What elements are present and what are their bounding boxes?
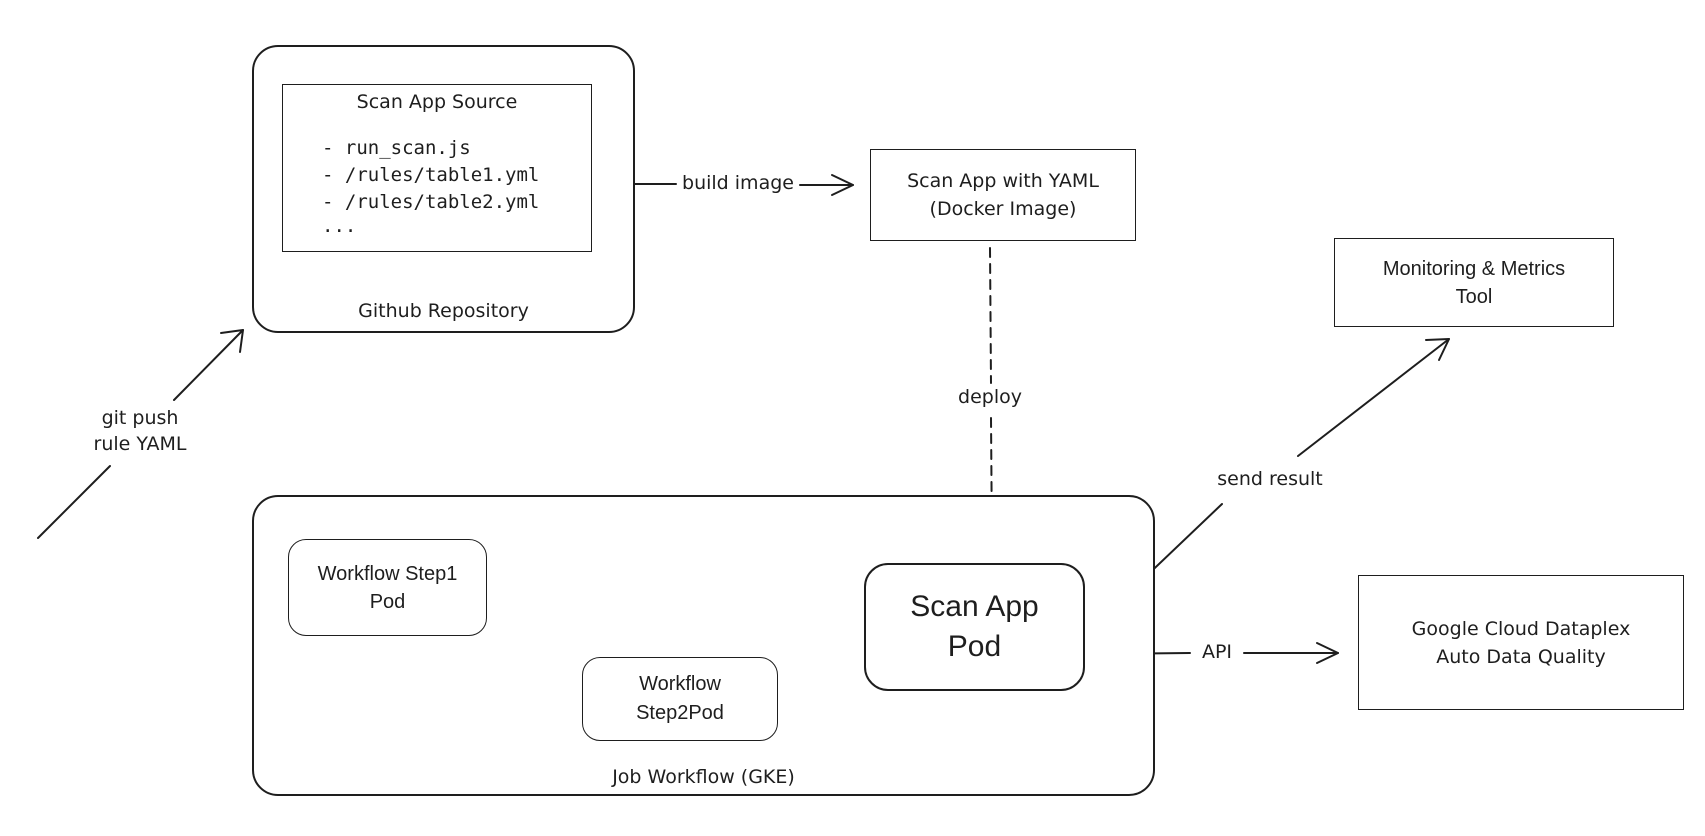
source-file-item: - /rules/table1.yml [322,164,540,186]
dataplex-line2: Auto Data Quality [1436,645,1606,668]
api-label: API [1201,641,1233,663]
send-result-arrowhead [1425,338,1450,361]
github-repository-label: Github Repository [358,300,529,322]
source-file-list: - run_scan.js - /rules/table1.yml - /rul… [322,135,539,236]
git-push-arrow-lower [37,465,111,539]
source-file-item: - run_scan.js [322,137,471,159]
api-arrowhead [1316,642,1339,664]
git-push-arrowhead [220,329,244,353]
workflow-step2-pod: Workflow Step2Pod [582,657,778,741]
scan-app-source-box [282,84,592,252]
docker-image-line2: (Docker Image) [929,198,1077,220]
docker-image-line1: Scan App with YAML [907,170,1099,192]
git-push-arrow-upper [173,329,244,401]
git-push-line2: rule YAML [93,433,187,455]
build-image-arrowhead [831,174,854,196]
deploy-label: deploy [958,386,1022,408]
scan-app-pod: Scan App Pod [864,563,1085,691]
job-workflow-label: Job Workflow (GKE) [612,766,795,788]
step2-line2: Step2Pod [636,702,724,724]
deploy-arrow-upper [989,247,992,384]
monitoring-line1: Monitoring & Metrics [1382,257,1566,280]
source-file-item: - /rules/table2.yml [322,191,540,213]
monitoring-line2: Tool [1455,285,1493,308]
git-push-label: git push rule YAML [70,405,210,457]
scan-app-source-title: Scan App Source [356,91,518,113]
scan-pod-line1: Scan App [910,590,1039,623]
workflow-step1-pod: Workflow Step1 Pod [288,539,487,636]
build-image-label: build image [682,172,794,194]
monitoring-tool-box: Monitoring & Metrics Tool [1334,238,1614,327]
git-push-line1: git push [101,407,179,429]
source-file-item: ... [322,215,357,237]
send-result-arrow-upper [1297,338,1450,457]
dataplex-box: Google Cloud Dataplex Auto Data Quality [1358,575,1684,710]
step2-line1: Workflow [639,673,721,695]
step1-line1: Workflow Step1 [317,562,458,585]
step1-line2: Pod [369,590,406,613]
send-result-label: send result [1217,468,1323,490]
scan-pod-line2: Pod [947,630,1002,663]
deploy-arrow-lower [990,417,993,549]
dataplex-line1: Google Cloud Dataplex [1411,617,1631,640]
docker-image-box: Scan App with YAML (Docker Image) [870,149,1136,241]
